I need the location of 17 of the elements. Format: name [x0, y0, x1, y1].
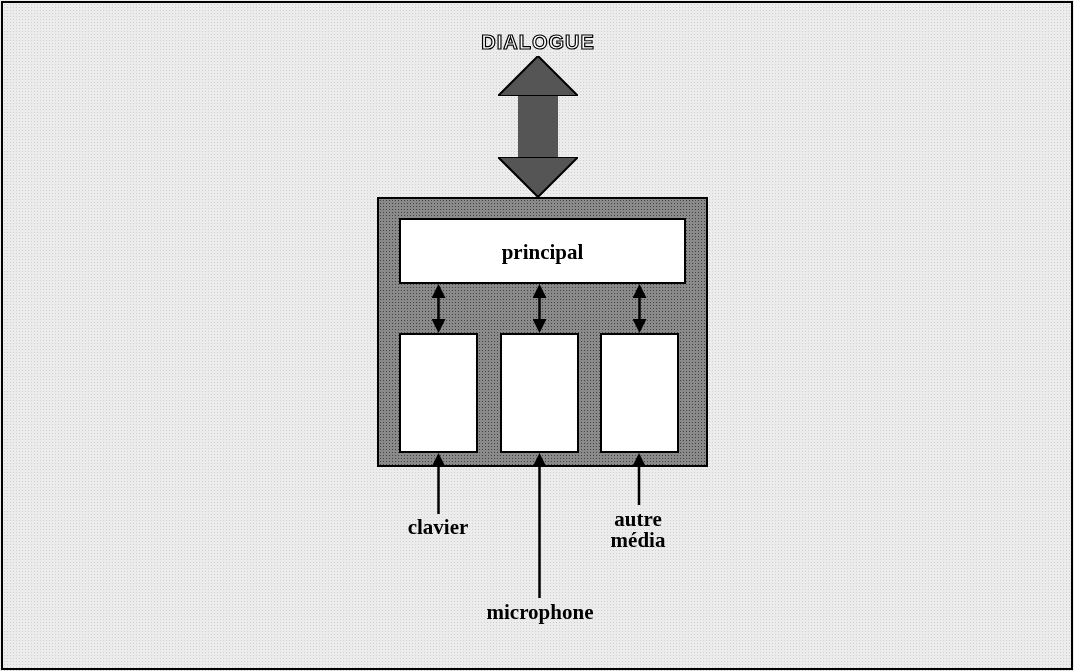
empty-box	[600, 333, 679, 453]
empty-box	[399, 333, 478, 453]
empty-box	[500, 333, 579, 453]
input-label: autre média	[598, 505, 678, 555]
process-box	[399, 218, 686, 284]
arrow	[532, 453, 547, 598]
double-arrow	[431, 284, 446, 333]
double-arrow	[532, 284, 547, 333]
arrow	[431, 453, 446, 514]
double-arrow	[632, 284, 647, 333]
dialogue-label: DIALOGUE	[468, 28, 608, 56]
double-arrow	[497, 55, 579, 198]
module-box	[377, 197, 708, 467]
input-label: microphone	[465, 598, 615, 626]
input-label: clavier	[398, 514, 478, 540]
box-label: principal	[501, 240, 584, 265]
arrow	[632, 453, 646, 505]
